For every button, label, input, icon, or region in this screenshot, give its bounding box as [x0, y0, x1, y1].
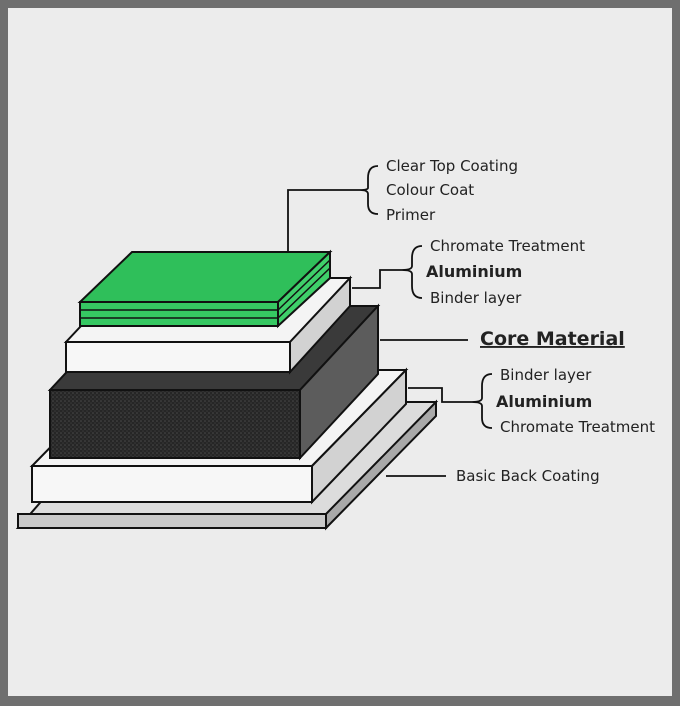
label-aluminium-upper: Aluminium	[426, 262, 522, 281]
leader-lines	[287, 165, 493, 477]
label-core-material: Core Material	[480, 328, 625, 350]
label-chromate-treatment-lower: Chromate Treatment	[500, 418, 655, 436]
label-colour-coat: Colour Coat	[386, 181, 474, 199]
label-clear-top-coating: Clear Top Coating	[386, 157, 518, 175]
label-primer: Primer	[386, 206, 436, 224]
upper-aluminium-bracket	[401, 245, 423, 299]
top-group-leader	[287, 189, 360, 252]
label-aluminium-lower: Aluminium	[496, 392, 592, 411]
diagram-frame: Clear Top Coating Colour Coat Primer Chr…	[8, 8, 672, 696]
layer-top-coatings	[77, 249, 333, 329]
lower-aluminium-bracket	[456, 373, 493, 429]
lower-aluminium-leader	[408, 387, 456, 403]
label-binder-layer-upper: Binder layer	[430, 289, 522, 307]
upper-aluminium-leader	[352, 269, 402, 289]
labels: Clear Top Coating Colour Coat Primer Chr…	[386, 157, 655, 485]
label-chromate-treatment-upper: Chromate Treatment	[430, 237, 585, 255]
coil-coating-layer-diagram: Clear Top Coating Colour Coat Primer Chr…	[15, 157, 655, 531]
label-binder-layer-lower: Binder layer	[500, 366, 592, 384]
top-group-bracket	[359, 165, 379, 215]
label-basic-back-coating: Basic Back Coating	[456, 467, 600, 485]
